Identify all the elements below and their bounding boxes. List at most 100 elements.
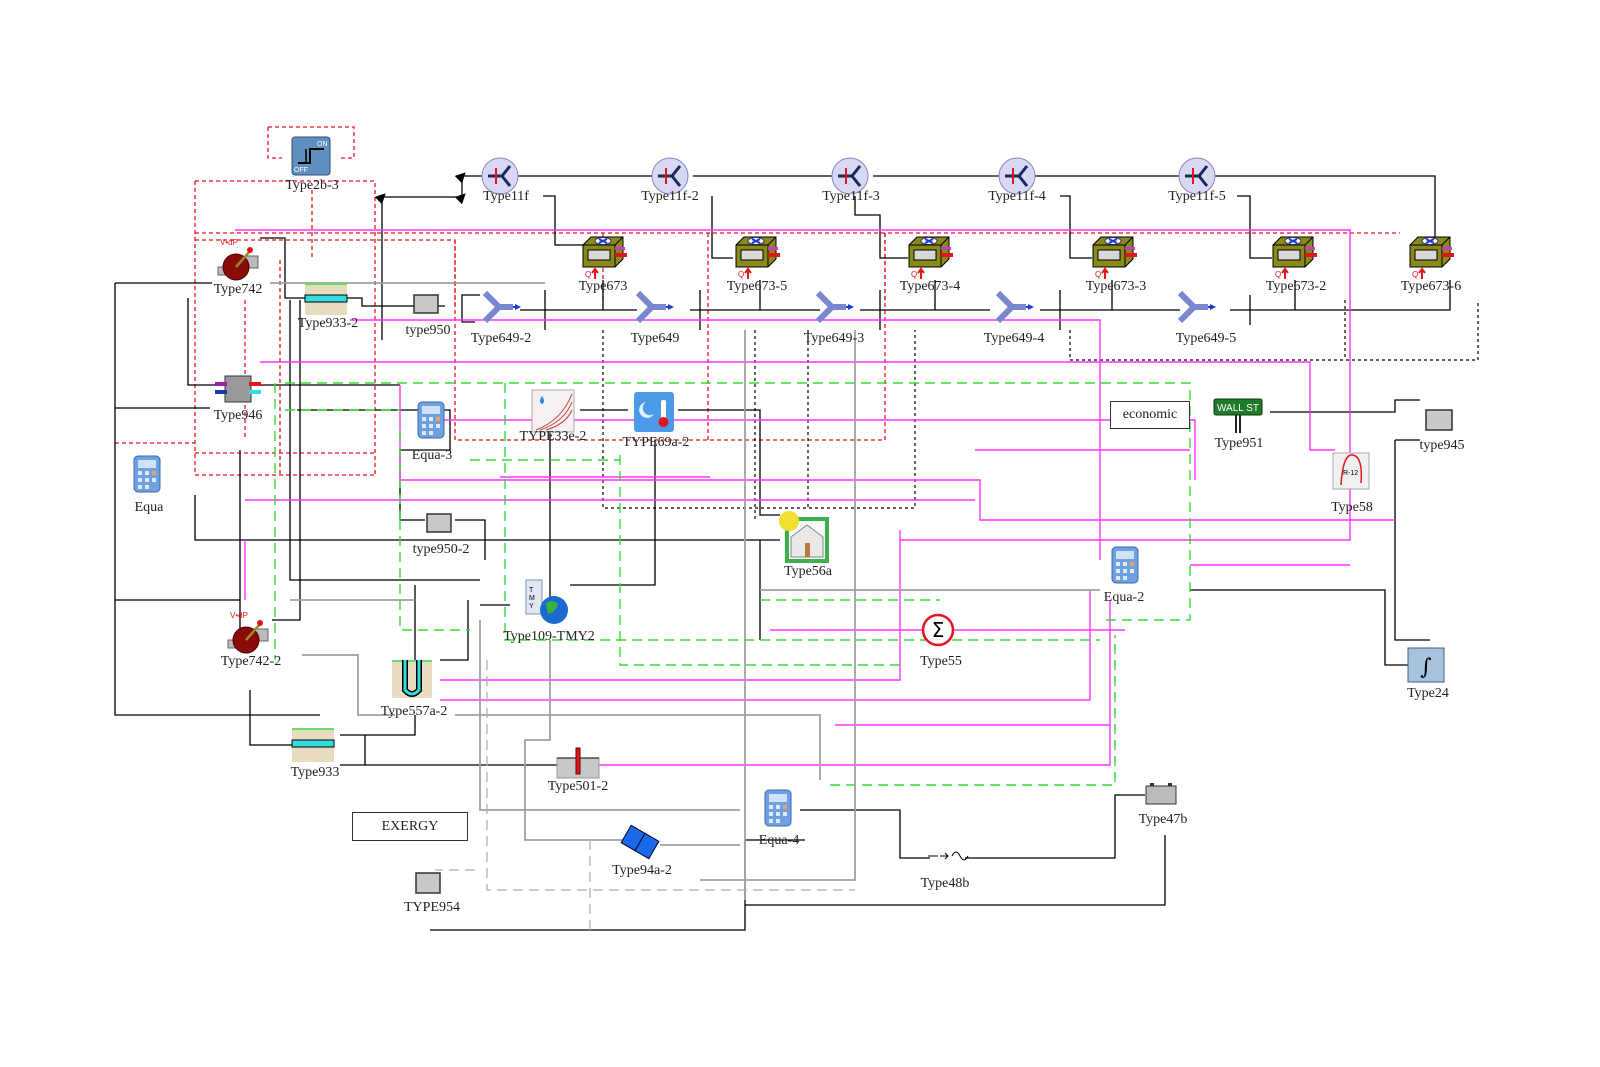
soil-temperature-icon[interactable] bbox=[556, 747, 600, 779]
component-label-type2b-3[interactable]: Type2b-3 bbox=[285, 178, 339, 193]
sigma-glyph: Σ bbox=[932, 618, 945, 642]
fan-coil-icon[interactable]: Q bbox=[1092, 236, 1137, 279]
component-label-type673-6[interactable]: Type673-6 bbox=[1400, 279, 1462, 294]
mixer-icon[interactable] bbox=[995, 290, 1034, 324]
component-label-type673-5[interactable]: Type673-5 bbox=[726, 279, 788, 294]
pump-icon[interactable]: V•dP bbox=[227, 611, 269, 654]
fan-coil-icon[interactable]: Q bbox=[1272, 236, 1317, 279]
component-label-type649[interactable]: Type649 bbox=[630, 331, 680, 346]
mixer-icon[interactable] bbox=[815, 290, 854, 324]
component-label-type94a-2[interactable]: Type94a-2 bbox=[612, 863, 672, 878]
component-label-type950-2[interactable]: type950-2 bbox=[412, 542, 470, 557]
grey-box-icon[interactable] bbox=[413, 294, 439, 314]
diverter-icon[interactable] bbox=[831, 157, 869, 195]
component-label-type11f-2[interactable]: Type11f-2 bbox=[641, 189, 699, 204]
svg-text:M: M bbox=[529, 595, 535, 602]
component-label-type56a[interactable]: Type56a bbox=[783, 564, 833, 579]
component-label-type11f-4[interactable]: Type11f-4 bbox=[988, 189, 1046, 204]
grey-box-icon[interactable] bbox=[415, 872, 441, 894]
fan-coil-icon[interactable]: Q bbox=[735, 236, 780, 279]
component-label-type11f-3[interactable]: Type11f-3 bbox=[822, 189, 880, 204]
inverter-icon[interactable] bbox=[928, 851, 969, 861]
component-label-type954[interactable]: TYPE954 bbox=[404, 900, 460, 915]
component-label-equa-2[interactable]: Equa-2 bbox=[1103, 590, 1145, 605]
component-label-type33e-2[interactable]: TYPE33e-2 bbox=[519, 429, 587, 444]
building-icon[interactable] bbox=[779, 511, 829, 563]
fan-coil-icon[interactable]: Q bbox=[908, 236, 953, 279]
calculator-icon[interactable] bbox=[133, 455, 161, 493]
calculator-icon[interactable] bbox=[764, 789, 792, 827]
component-label-type951[interactable]: Type951 bbox=[1214, 436, 1264, 451]
pump-icon[interactable]: V•dP bbox=[217, 238, 259, 281]
diverter-icon[interactable] bbox=[651, 157, 689, 195]
borehole-icon[interactable] bbox=[392, 660, 432, 698]
wallst-glyph: WALL ST bbox=[1217, 403, 1259, 414]
component-label-type946[interactable]: Type946 bbox=[213, 408, 263, 423]
component-label-type11f-5[interactable]: Type11f-5 bbox=[1168, 189, 1226, 204]
economic-text-box[interactable]: economic bbox=[1110, 401, 1190, 429]
mixer-icon[interactable] bbox=[635, 290, 674, 324]
component-label-type69a-2[interactable]: TYPE69a-2 bbox=[622, 435, 690, 450]
solar-links bbox=[270, 282, 1100, 900]
component-label-type673[interactable]: Type673 bbox=[578, 279, 628, 294]
ground-layer-icon[interactable] bbox=[304, 283, 348, 315]
component-label-type24[interactable]: Type24 bbox=[1407, 686, 1449, 701]
component-label-type649-2[interactable]: Type649-2 bbox=[470, 331, 532, 346]
exergy-text-box[interactable]: EXERGY bbox=[352, 812, 468, 841]
component-label-type933-2[interactable]: Type933-2 bbox=[297, 316, 359, 331]
svg-text:V•dP: V•dP bbox=[220, 238, 238, 247]
component-label-type945[interactable]: type945 bbox=[1419, 438, 1465, 453]
component-label-type55[interactable]: Type55 bbox=[920, 654, 962, 669]
fan-coil-icon[interactable]: Q bbox=[582, 236, 627, 279]
component-label-type501-2[interactable]: Type501-2 bbox=[547, 779, 609, 794]
component-label-type109-tmy2[interactable]: Type109-TMY2 bbox=[503, 629, 595, 644]
svg-text:T: T bbox=[529, 587, 534, 594]
component-label-type48b[interactable]: Type48b bbox=[920, 876, 970, 891]
component-label-type933[interactable]: Type933 bbox=[290, 765, 340, 780]
heat-pump-unit-icon[interactable] bbox=[215, 375, 261, 403]
component-label-type58[interactable]: Type58 bbox=[1331, 500, 1373, 515]
svg-text:Q: Q bbox=[1275, 270, 1281, 279]
ground-layer-icon[interactable] bbox=[291, 728, 335, 762]
component-label-type673-4[interactable]: Type673-4 bbox=[899, 279, 961, 294]
diverter-icon[interactable] bbox=[481, 157, 519, 195]
diverter-icon[interactable] bbox=[998, 157, 1036, 195]
component-label-type11f[interactable]: Type11f bbox=[483, 189, 529, 204]
calculator-icon[interactable] bbox=[417, 401, 445, 439]
fan-coil-icon[interactable]: Q bbox=[1409, 236, 1454, 279]
svg-text:ON: ON bbox=[317, 141, 328, 148]
component-label-type673-2[interactable]: Type673-2 bbox=[1265, 279, 1327, 294]
component-label-equa-4[interactable]: Equa-4 bbox=[758, 833, 800, 848]
summation-icon[interactable]: Σ bbox=[921, 613, 955, 647]
psychrometrics-icon[interactable] bbox=[531, 389, 575, 433]
svg-text:Y: Y bbox=[529, 603, 534, 610]
integrator-icon[interactable]: ∫ bbox=[1407, 647, 1445, 683]
component-label-type649-5[interactable]: Type649-5 bbox=[1175, 331, 1237, 346]
grey-box-icon[interactable] bbox=[426, 513, 452, 533]
weather-globe-icon[interactable]: T M Y bbox=[525, 579, 568, 624]
component-label-type742-2[interactable]: Type742-2 bbox=[220, 654, 282, 669]
grey-box-icon[interactable] bbox=[1425, 409, 1453, 431]
mixer-icon[interactable] bbox=[482, 290, 521, 324]
calculator-icon[interactable] bbox=[1111, 546, 1139, 584]
component-label-type649-4[interactable]: Type649-4 bbox=[983, 331, 1045, 346]
pv-panel-icon[interactable] bbox=[620, 824, 660, 860]
on-off-controller-icon[interactable]: ON OFF bbox=[291, 136, 331, 176]
sky-temperature-icon[interactable] bbox=[634, 392, 674, 432]
component-label-equa-3[interactable]: Equa-3 bbox=[411, 448, 453, 463]
component-label-type649-3[interactable]: Type649-3 bbox=[803, 331, 865, 346]
component-label-type47b[interactable]: Type47b bbox=[1138, 812, 1188, 827]
mixer-icon[interactable] bbox=[1177, 290, 1216, 324]
component-label-type673-3[interactable]: Type673-3 bbox=[1085, 279, 1147, 294]
component-label-type557a-2[interactable]: Type557a-2 bbox=[380, 704, 448, 719]
diverter-icon[interactable] bbox=[1178, 157, 1216, 195]
component-label-type950[interactable]: type950 bbox=[405, 323, 451, 338]
refrigerant-chart-icon[interactable]: R-12 bbox=[1332, 452, 1370, 490]
component-label-equa[interactable]: Equa bbox=[134, 500, 164, 515]
component-label-type742[interactable]: Type742 bbox=[213, 282, 263, 297]
battery-icon[interactable] bbox=[1145, 783, 1177, 805]
wall-street-sign-icon[interactable]: WALL ST bbox=[1213, 398, 1263, 433]
svg-text:Q: Q bbox=[1412, 270, 1418, 279]
weather-links bbox=[274, 382, 1191, 786]
